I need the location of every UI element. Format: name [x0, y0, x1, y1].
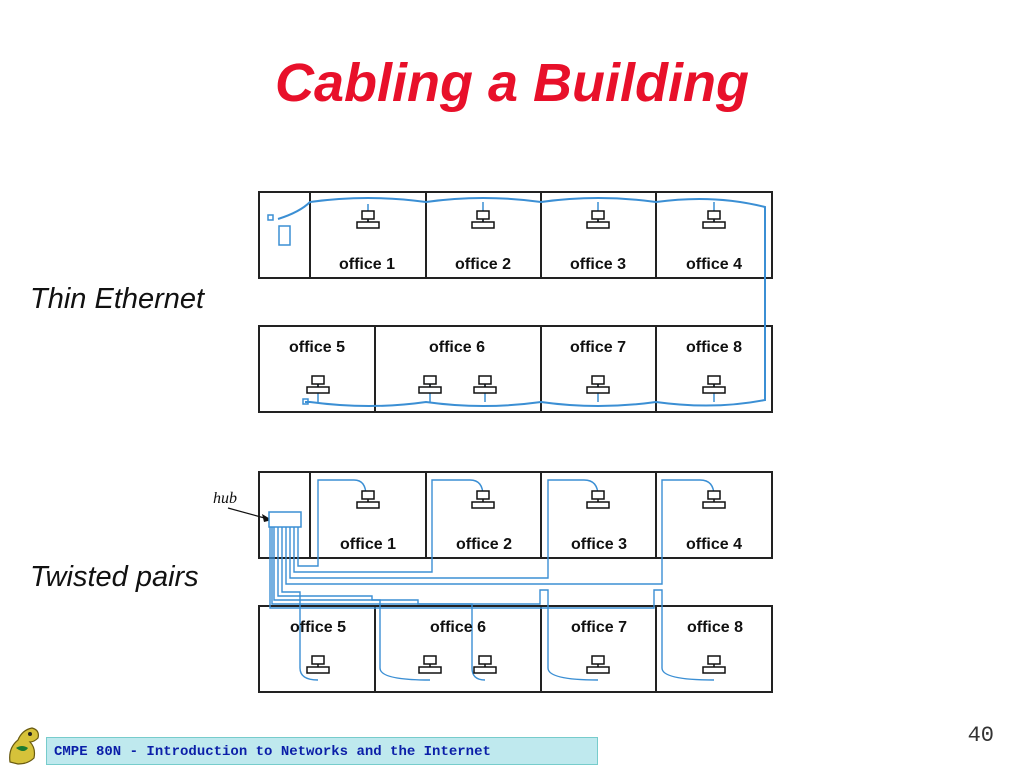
office-label: office 7 — [571, 619, 627, 636]
computer-icon — [471, 490, 495, 509]
office-label: office 3 — [571, 536, 627, 553]
building-top-row — [258, 471, 773, 559]
thin-ethernet-label: Thin Ethernet — [30, 283, 205, 315]
terminator-icon — [267, 214, 291, 246]
office-label: office 5 — [289, 339, 345, 356]
computer-icon — [356, 490, 380, 509]
twisted-pair-cables — [269, 479, 715, 681]
office-label: office 1 — [340, 536, 396, 553]
office-label: office 5 — [290, 619, 346, 636]
office-label: office 3 — [570, 256, 626, 273]
computer-icon — [306, 655, 330, 674]
computer-icon — [586, 375, 610, 394]
computer-icon — [586, 210, 610, 229]
office-label: office 1 — [339, 256, 395, 273]
twisted-pairs-diagram: hub — [213, 471, 773, 693]
computer-icon — [356, 210, 380, 229]
logo-icon — [4, 724, 44, 766]
building-bottom-row — [258, 605, 773, 693]
computer-icon — [586, 655, 610, 674]
terminator-icon — [302, 398, 309, 405]
footer-bar: CMPE 80N - Introduction to Networks and … — [46, 737, 598, 765]
computer-icon — [418, 655, 442, 674]
computer-icon — [702, 490, 726, 509]
building-top-row — [258, 191, 773, 279]
computer-icon — [306, 375, 330, 394]
twisted-pairs-label: Twisted pairs — [30, 561, 199, 593]
computer-icon — [418, 375, 442, 394]
computer-icon — [473, 655, 497, 674]
hub-icon — [268, 511, 302, 528]
computer-icon — [702, 655, 726, 674]
computer-icon — [702, 375, 726, 394]
computer-icon — [586, 490, 610, 509]
computer-icon — [471, 210, 495, 229]
slide-title: Cabling a Building — [275, 53, 749, 113]
thin-ethernet-diagram: office 1 office 2 office 3 office 4 offi… — [258, 191, 773, 413]
office-label: office 4 — [686, 536, 742, 553]
office-label: office 6 — [430, 619, 486, 636]
hub-label: hub — [213, 490, 237, 507]
office-label: office 2 — [456, 536, 512, 553]
building-bottom-row — [258, 325, 773, 413]
office-label: office 6 — [429, 339, 485, 356]
office-label: office 2 — [455, 256, 511, 273]
computer-icon — [702, 210, 726, 229]
footer-course-title: CMPE 80N - Introduction to Networks and … — [54, 744, 491, 760]
slide-number: 40 — [967, 723, 994, 748]
office-label: office 7 — [570, 339, 626, 356]
office-label: office 8 — [686, 339, 742, 356]
office-label: office 8 — [687, 619, 743, 636]
computer-icon — [473, 375, 497, 394]
office-label: office 4 — [686, 256, 742, 273]
thin-ethernet-cable — [277, 197, 766, 407]
